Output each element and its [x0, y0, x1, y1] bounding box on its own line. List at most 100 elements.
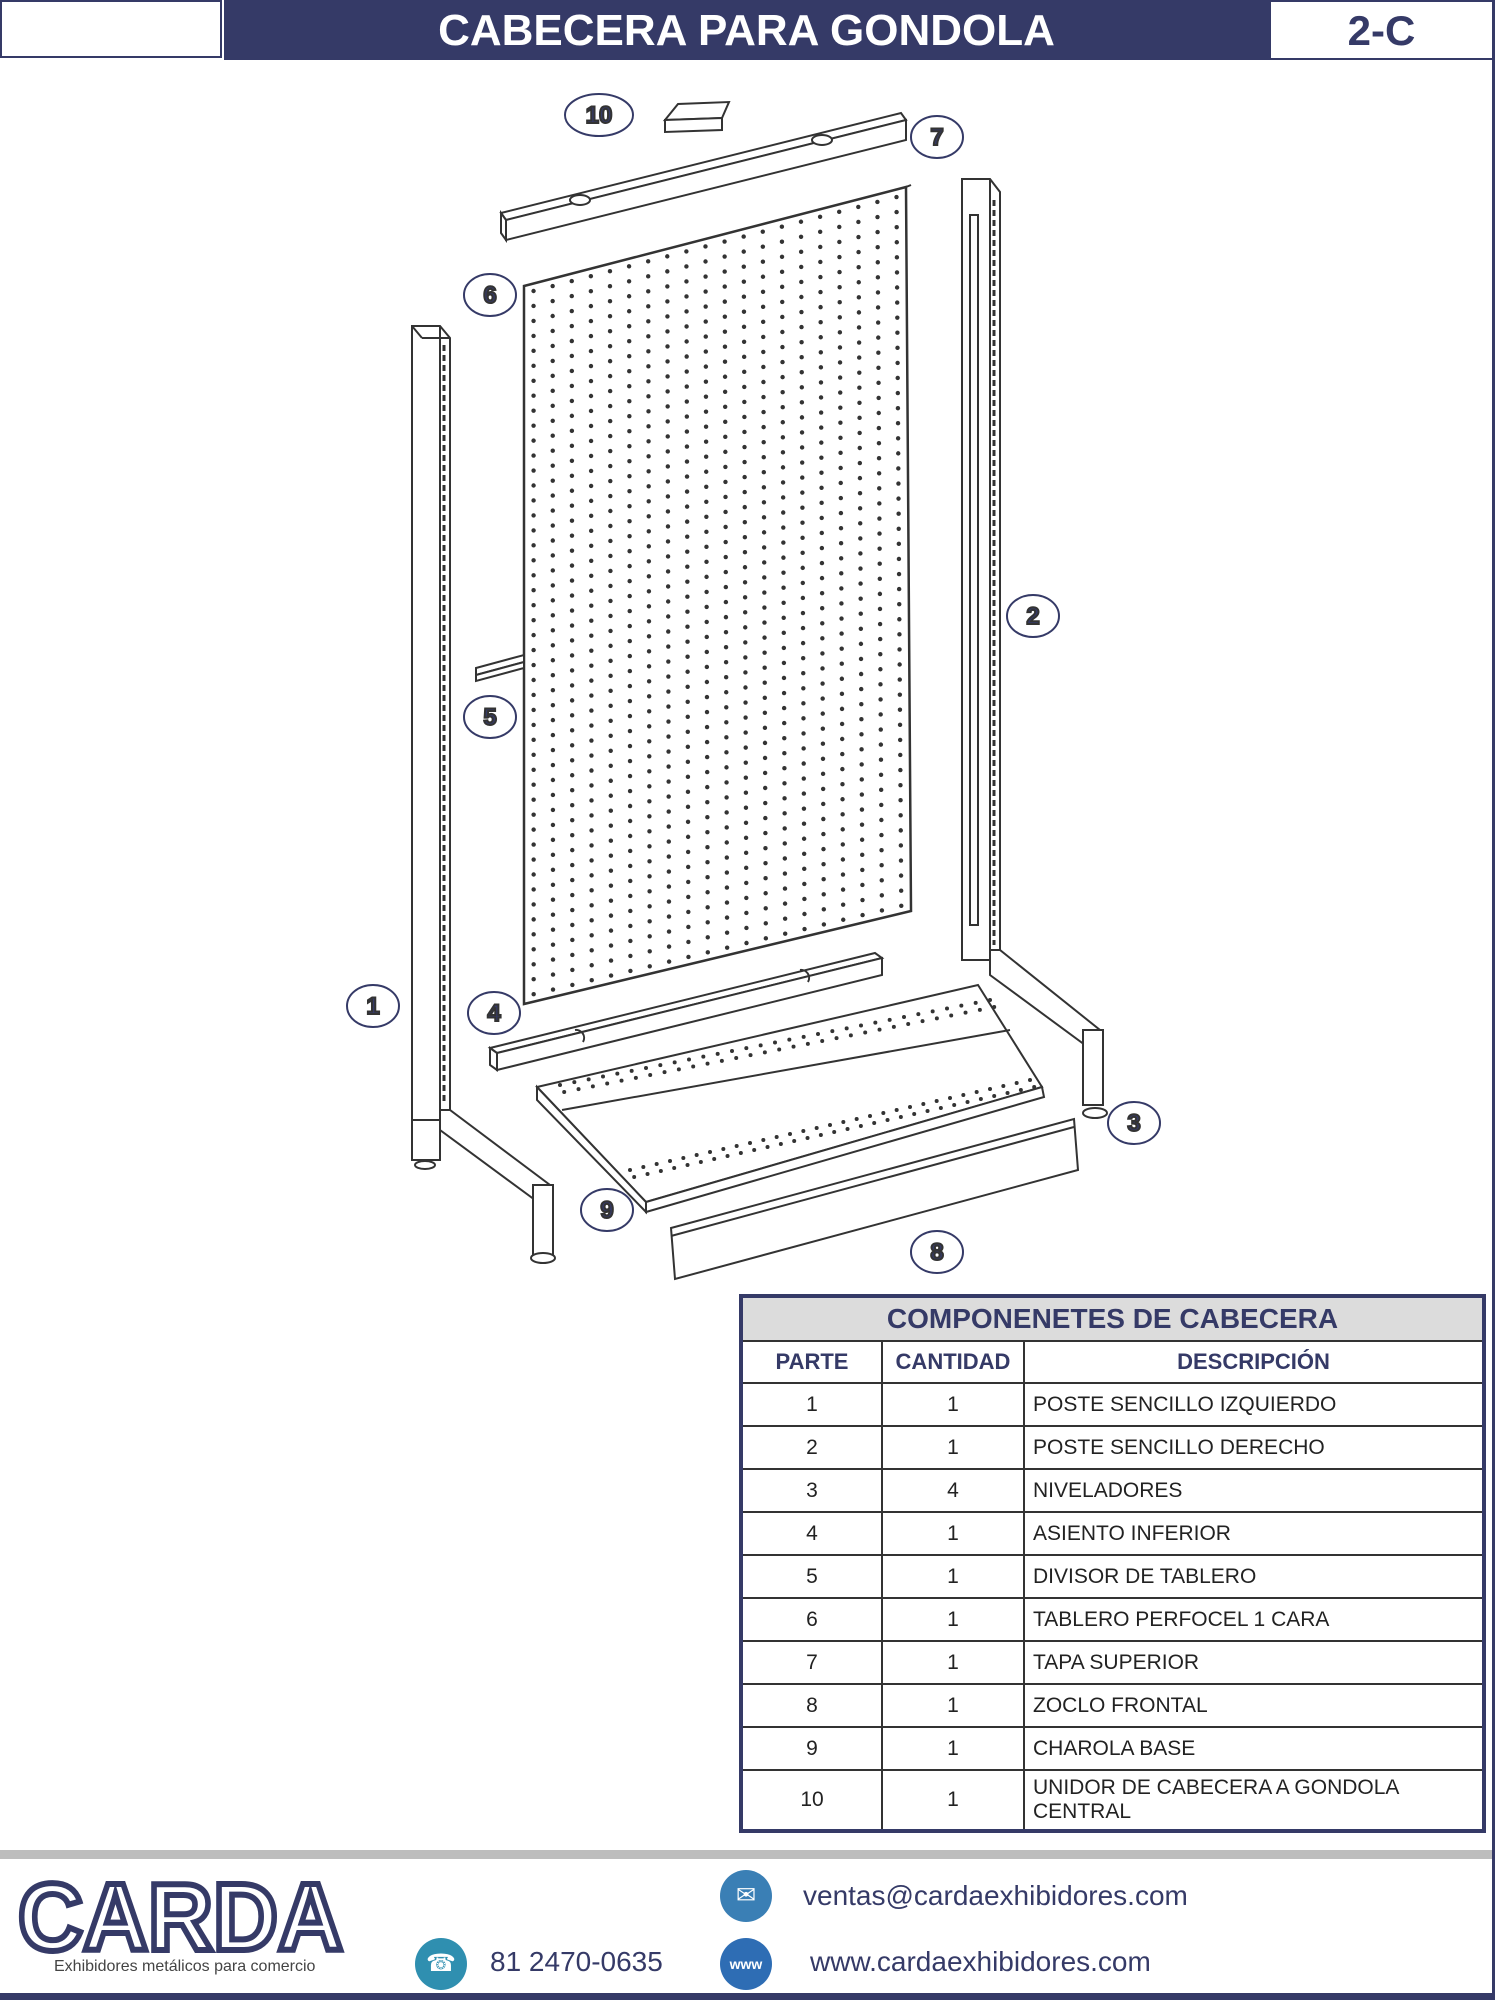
peg-hole: [780, 389, 785, 395]
tray-hole: [730, 1049, 734, 1053]
peg-hole: [626, 279, 632, 284]
peg-hole: [817, 214, 823, 220]
peg-hole: [837, 239, 842, 245]
peg-hole: [897, 722, 903, 728]
peg-hole: [626, 309, 632, 314]
peg-hole: [801, 851, 807, 857]
peg-hole: [703, 274, 708, 279]
peg-hole: [875, 229, 880, 235]
peg-hole: [782, 735, 787, 741]
peg-hole: [763, 800, 768, 806]
peg-hole: [878, 697, 883, 702]
callout-1: 1: [346, 984, 400, 1028]
peg-hole: [818, 395, 824, 400]
tray-hole: [963, 1010, 968, 1015]
peg-hole: [608, 463, 613, 469]
peg-hole: [570, 817, 575, 823]
peg-hole: [531, 363, 536, 369]
peg-hole: [666, 869, 672, 874]
peg-hole: [685, 849, 691, 855]
tray-hole: [628, 1168, 632, 1172]
peg-hole: [531, 543, 536, 548]
peg-hole: [724, 825, 729, 830]
telephone-icon: ☎: [415, 1938, 467, 1990]
peg-hole: [742, 414, 747, 420]
peg-hole: [608, 703, 613, 709]
peg-hole: [839, 661, 844, 666]
tray-hole: [662, 1070, 667, 1075]
peg-hole: [589, 798, 594, 803]
peg-hole: [819, 530, 824, 536]
part-8-front-kickplate: [669, 1117, 1080, 1281]
peg-hole: [839, 586, 844, 591]
peg-hole: [550, 568, 556, 573]
peg-hole: [665, 524, 671, 529]
peg-hole: [684, 444, 690, 449]
peg-hole: [608, 733, 613, 738]
peg-hole: [704, 589, 709, 595]
email-link[interactable]: ventas@cardaexhibidores.com: [803, 1880, 1188, 1911]
tray-hole: [787, 1037, 792, 1042]
peg-hole: [742, 550, 748, 555]
peg-hole: [840, 797, 845, 802]
peg-hole: [782, 856, 788, 861]
peg-hole: [569, 698, 575, 703]
peg-hole: [665, 494, 671, 499]
tray-hole: [948, 1096, 952, 1100]
peg-hole: [646, 304, 651, 309]
peg-hole: [856, 280, 861, 285]
peg-hole: [724, 810, 729, 815]
peg-hole: [875, 244, 880, 250]
peg-hole: [779, 239, 785, 244]
peg-hole: [570, 967, 575, 973]
peg-hole: [760, 259, 766, 264]
peg-hole: [589, 723, 594, 728]
peg-hole: [628, 953, 633, 959]
peg-hole: [550, 538, 555, 543]
peg-hole: [684, 294, 689, 299]
peg-hole: [877, 621, 883, 627]
peg-hole: [531, 962, 536, 967]
website-link[interactable]: www.cardaexhibidores.com: [810, 1946, 1151, 1977]
peg-hole: [685, 594, 690, 599]
peg-hole: [723, 660, 729, 665]
peg-hole: [802, 881, 807, 887]
peg-hole: [704, 754, 710, 760]
peg-hole: [608, 433, 613, 439]
peg-hole: [724, 855, 730, 860]
peg-hole: [724, 795, 729, 800]
peg-hole: [570, 847, 575, 853]
peg-hole: [840, 781, 845, 787]
peg-hole: [838, 465, 843, 471]
part-number-cell: 5: [740, 1554, 883, 1599]
peg-hole: [666, 929, 672, 934]
peg-hole: [608, 853, 614, 858]
description-cell: DIVISOR DE TABLERO: [1023, 1554, 1485, 1599]
peg-hole: [646, 364, 651, 369]
tray-hole: [672, 1166, 677, 1170]
column-header-cantidad: CANTIDAD: [881, 1340, 1025, 1384]
callout-label: 2: [1026, 603, 1039, 630]
peg-hole: [531, 288, 536, 294]
peg-hole: [608, 793, 613, 798]
peg-hole: [705, 950, 711, 955]
peg-hole: [779, 254, 785, 259]
peg-hole: [704, 499, 709, 504]
tray-hole: [973, 1000, 978, 1005]
peg-hole: [743, 700, 748, 705]
peg-hole: [743, 640, 748, 645]
peg-hole: [781, 585, 786, 590]
peg-hole: [531, 752, 536, 758]
peg-hole: [684, 279, 689, 284]
peg-hole: [570, 862, 575, 868]
peg-hole: [704, 529, 709, 535]
peg-hole: [703, 394, 709, 399]
peg-hole: [763, 921, 768, 926]
peg-hole: [762, 740, 768, 746]
peg-hole: [685, 729, 690, 734]
tray-hole: [629, 1068, 634, 1073]
peg-hole: [743, 760, 748, 765]
peg-hole: [607, 373, 613, 379]
peg-hole: [550, 358, 555, 364]
